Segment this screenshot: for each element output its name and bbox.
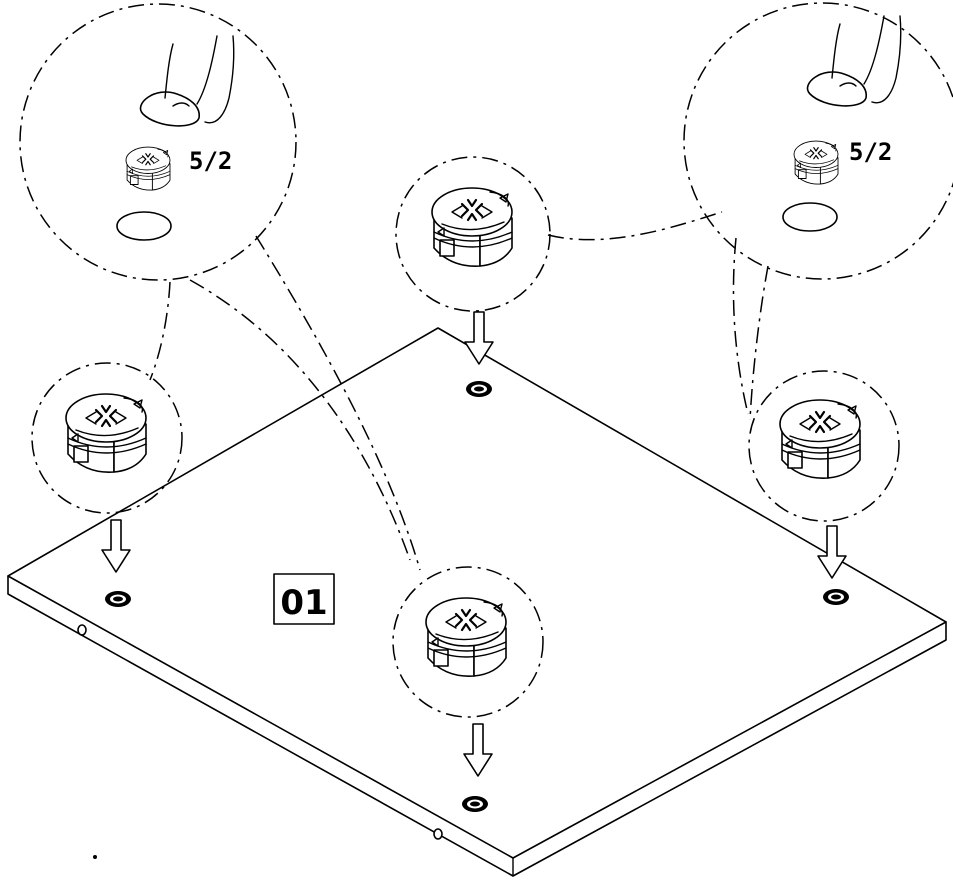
hole-outline-left — [116, 211, 172, 241]
detail-circle-right — [748, 370, 900, 522]
hole-top — [466, 381, 492, 397]
cam-lock-right — [778, 398, 862, 480]
cam-lock-front — [424, 596, 508, 678]
cam-lock-small-right — [793, 140, 839, 185]
edge-dowel-hole-left — [77, 624, 87, 636]
hole-outline-right — [782, 202, 838, 232]
hole-left — [105, 591, 131, 607]
quantity-label-right: 5/2 — [849, 138, 892, 166]
cam-lock-small-left — [125, 146, 171, 191]
quantity-label-left: 5/2 — [189, 147, 232, 175]
cam-lock-left — [64, 392, 148, 474]
detail-circle-front — [392, 566, 544, 718]
cam-lock-top — [430, 186, 514, 268]
callout-left-content: 5/2 — [116, 35, 235, 241]
hole-right — [823, 589, 849, 605]
part-number-badge: 01 — [273, 573, 335, 625]
part-number: 01 — [280, 583, 327, 623]
detail-circle-top — [395, 156, 551, 312]
finger-icon — [139, 35, 235, 127]
callout-circle-left — [19, 3, 297, 281]
detail-circle-left — [31, 362, 183, 514]
finger-icon — [806, 15, 902, 107]
edge-dowel-hole-front — [433, 828, 443, 840]
callout-right-content: 5/2 — [782, 15, 902, 232]
stray-dot — [93, 855, 97, 859]
leader-lines — [149, 211, 769, 571]
hole-front — [462, 796, 488, 812]
